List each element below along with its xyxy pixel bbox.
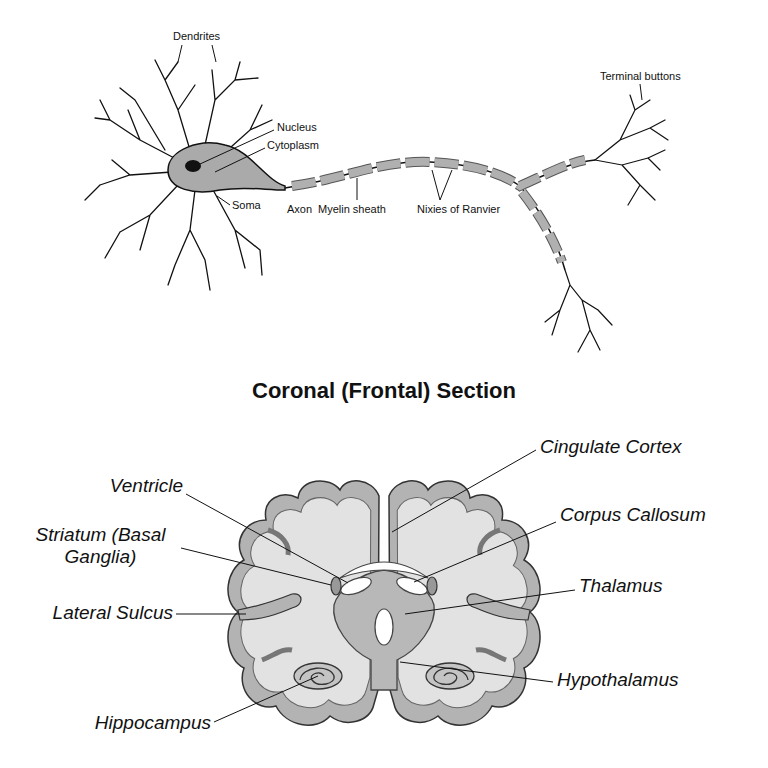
part-label: Cytoplasm xyxy=(267,139,319,152)
lateral-sulcus xyxy=(238,594,301,620)
structure-label: Lateral Sulcus xyxy=(53,602,173,624)
terminal-buttons xyxy=(545,95,668,352)
part-label: Myelin sheath xyxy=(318,203,386,216)
structure-label: Ventricle xyxy=(110,475,183,497)
structure-label: Hypothalamus xyxy=(557,669,678,691)
myelin-sheath xyxy=(292,160,585,262)
part-label: Terminal buttons xyxy=(600,70,681,83)
structure-label: Hippocampus xyxy=(95,712,211,734)
part-label: Nixies of Ranvier xyxy=(417,203,500,216)
structure-label: Corpus Callosum xyxy=(560,504,706,526)
part-label: Soma xyxy=(232,199,261,212)
striatum xyxy=(331,577,341,595)
ventricle xyxy=(339,574,374,598)
part-label: Dendrites xyxy=(173,30,220,43)
thalamus xyxy=(334,570,435,690)
leader-lines xyxy=(178,45,642,205)
third-ventricle xyxy=(375,609,393,645)
section-title: Coronal (Frontal) Section xyxy=(0,378,768,404)
structure-label: Cingulate Cortex xyxy=(540,436,682,458)
structure-label: Thalamus xyxy=(579,575,662,597)
nucleus xyxy=(185,160,201,172)
corpus-callosum xyxy=(340,562,428,578)
part-label: Axon xyxy=(287,203,312,216)
part-label: Nucleus xyxy=(277,121,317,134)
structure-label: Striatum (Basal Ganglia) xyxy=(23,524,178,568)
striatum xyxy=(427,577,437,595)
leader-lines xyxy=(176,450,575,722)
